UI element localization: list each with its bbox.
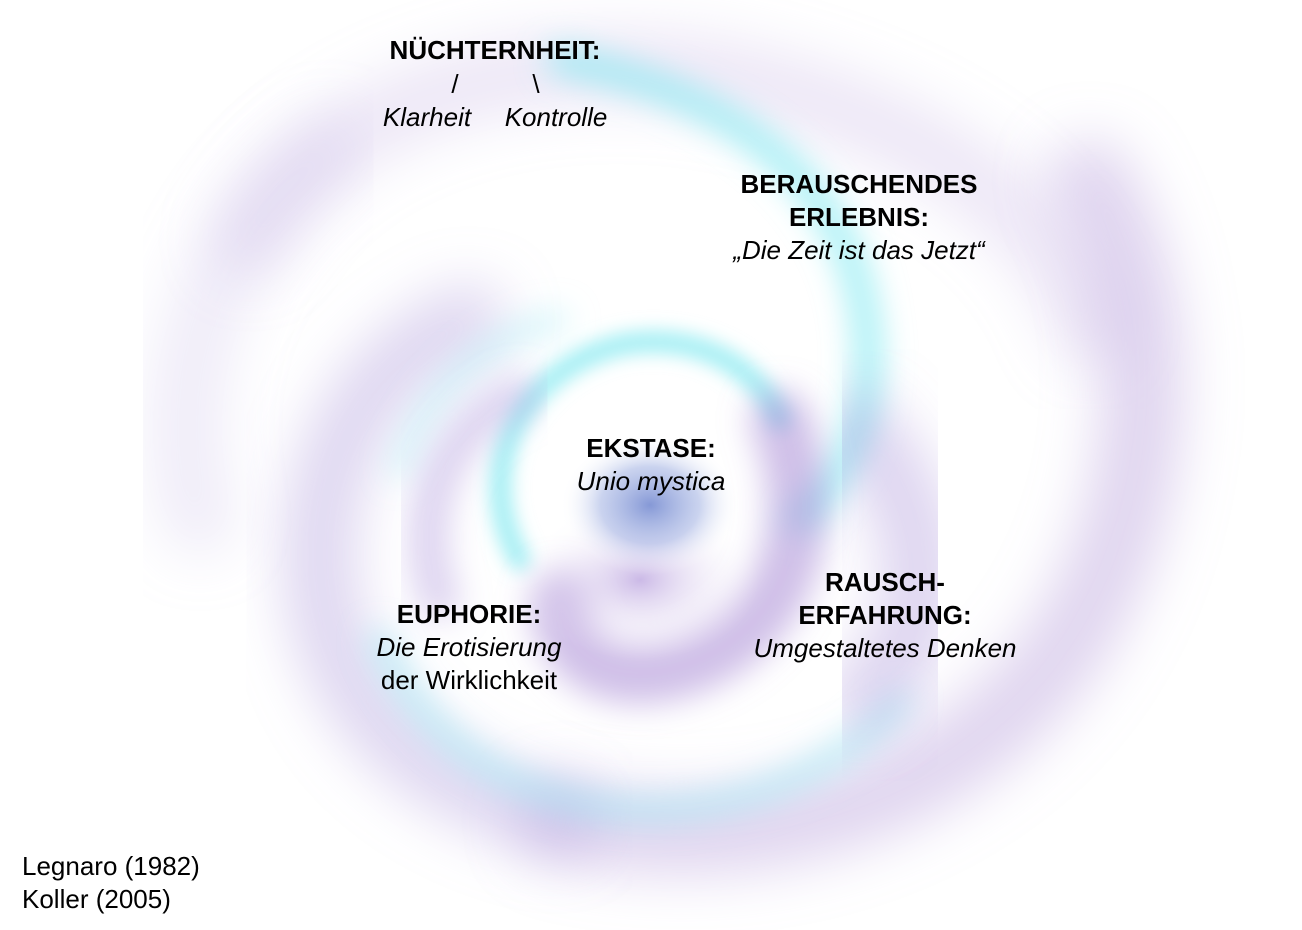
rausch-group: RAUSCH- ERFAHRUNG: Umgestaltetes Denken <box>730 566 1040 665</box>
spiral-cyan-streak-left <box>391 311 569 479</box>
spiral-left-arm <box>283 285 595 855</box>
nuechternheit-item-kontrolle: Kontrolle <box>504 102 608 132</box>
berauschendes-group: BERAUSCHENDES ERLEBNIS: „Die Zeit ist da… <box>700 168 1018 267</box>
ekstase-title: EKSTASE: <box>586 433 716 463</box>
berauschendes-title-line2: ERLEBNIS: <box>788 202 930 232</box>
rausch-title-line1: RAUSCH- <box>825 567 945 597</box>
ekstase-subtitle: Unio mystica <box>576 466 726 496</box>
spiral-right-arm <box>520 140 1183 874</box>
euphorie-group: EUPHORIE: Die Erotisierung der Wirklichk… <box>340 598 598 697</box>
credits: Legnaro (1982) Koller (2005) <box>22 850 200 916</box>
berauschendes-subtitle: „Die Zeit ist das Jetzt“ <box>733 235 985 265</box>
nuechternheit-group: NÜCHTERNHEIT: <box>360 34 630 67</box>
ekstase-group: EKSTASE: Unio mystica <box>540 432 762 498</box>
spiral-cyan-streak-inner <box>489 330 791 571</box>
nuechternheit-title: NÜCHTERNHEIT: <box>389 35 601 65</box>
euphorie-subtitle-line2: der Wirklichkeit <box>380 665 558 695</box>
spiral-violet-left-inner <box>408 375 540 620</box>
spiral-violet-inner-arm <box>530 390 828 704</box>
nuechternheit-slash-right: \ <box>532 69 540 99</box>
spiral-violet-right-body <box>825 395 955 735</box>
spiral-upper-left-arm <box>151 115 365 555</box>
spiral-core <box>560 435 740 575</box>
credit-koller: Koller (2005) <box>22 884 171 914</box>
nuechternheit-slash-left: / <box>451 69 459 99</box>
rausch-subtitle: Umgestaltetes Denken <box>753 633 1017 663</box>
berauschendes-title-line1: BERAUSCHENDES <box>740 169 978 199</box>
spiral-cyan-streak-lower <box>369 629 911 822</box>
rausch-title-line2: ERFAHRUNG: <box>798 600 972 630</box>
euphorie-subtitle-line1: Die Erotisierung <box>376 632 562 662</box>
euphorie-title: EUPHORIE: <box>396 599 542 629</box>
nuechternheit-item-klarheit: Klarheit <box>382 102 472 132</box>
credit-legnaro: Legnaro (1982) <box>22 851 200 881</box>
